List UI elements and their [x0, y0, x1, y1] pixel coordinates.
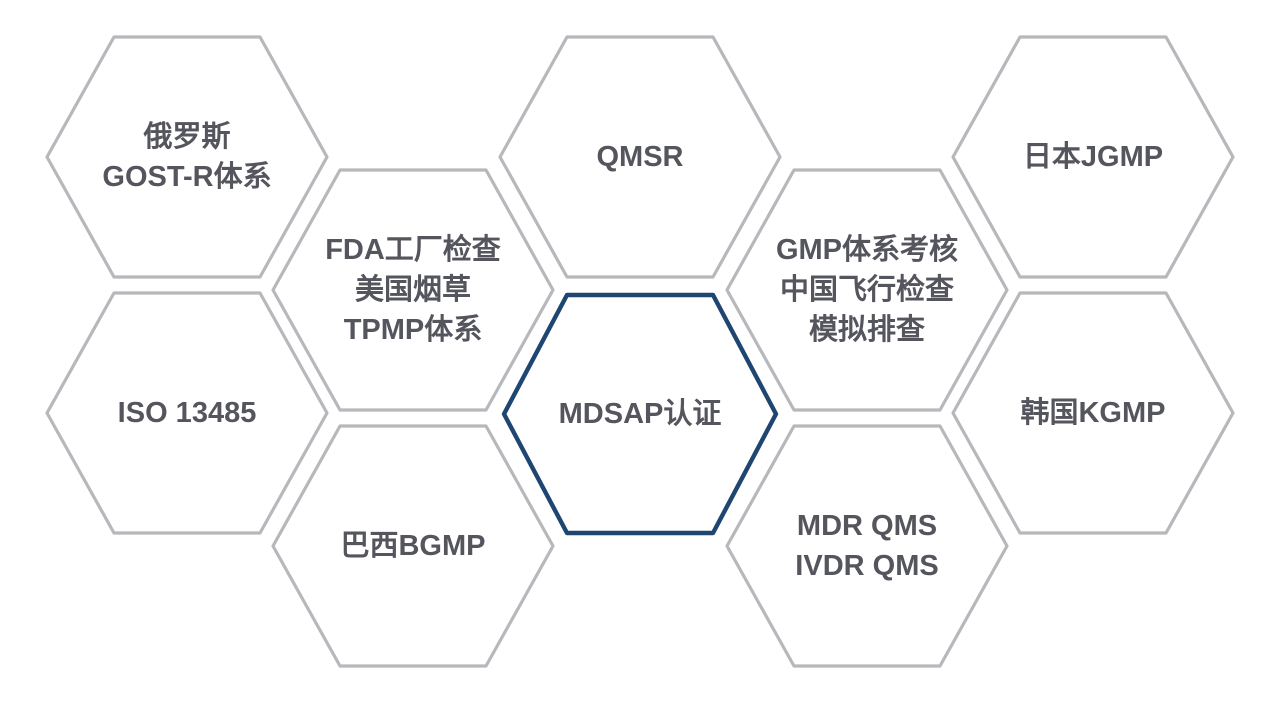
hex-label: GMP体系考核 中国飞行检查 模拟排查: [724, 168, 1010, 412]
hex-label-line: GMP体系考核: [775, 234, 959, 266]
hexagon-outline: [271, 424, 555, 668]
hex-label: MDSAP认证: [501, 292, 779, 536]
hex-label-line: 日本JGMP: [1022, 141, 1164, 173]
hex-mdsap-center: MDSAP认证: [501, 292, 779, 536]
hex-label: 日本JGMP: [950, 35, 1236, 279]
hex-qmsr: QMSR: [497, 35, 783, 279]
hex-label-line: MDSAP认证: [558, 398, 722, 430]
hex-fda-tpmp: FDA工厂检查 美国烟草 TPMP体系: [270, 168, 556, 412]
hexagon-outline: [951, 35, 1235, 279]
hexagon-outline: [45, 291, 329, 535]
hex-label-line: QMSR: [596, 141, 684, 173]
hex-label: QMSR: [497, 35, 783, 279]
hex-russia-gost: 俄罗斯 GOST-R体系: [44, 35, 330, 279]
hex-label-line: 韩国KGMP: [1020, 397, 1166, 429]
hex-label-line: IVDR QMS: [795, 550, 939, 582]
hex-gmp-china: GMP体系考核 中国飞行检查 模拟排查: [724, 168, 1010, 412]
hexagon-outline: [725, 424, 1009, 668]
hexagon-outline: [498, 35, 782, 279]
hex-label-line: TPMP体系: [343, 314, 483, 346]
hex-label-line: 俄罗斯: [143, 121, 231, 153]
hex-label: 俄罗斯 GOST-R体系: [44, 35, 330, 279]
hex-korea-kgmp: 韩国KGMP: [950, 291, 1236, 535]
hex-label-line: 美国烟草: [354, 274, 471, 306]
hex-label-line: 模拟排查: [808, 314, 925, 346]
hexagon-outline: [501, 292, 779, 536]
hex-mdr-ivdr-qms: MDR QMS IVDR QMS: [724, 424, 1010, 668]
hex-label: 韩国KGMP: [950, 291, 1236, 535]
hexagon-outline: [725, 168, 1009, 412]
hex-label-line: GOST-R体系: [102, 161, 272, 193]
hexagon-outline: [45, 35, 329, 279]
hexagon-outline: [951, 291, 1235, 535]
hex-label: 巴西BGMP: [270, 424, 556, 668]
hexagon-outline: [271, 168, 555, 412]
hex-label-line: MDR QMS: [796, 510, 938, 542]
hex-iso-13485: ISO 13485: [44, 291, 330, 535]
hex-label-line: 巴西BGMP: [340, 530, 486, 562]
hex-label-line: 中国飞行检查: [779, 274, 954, 306]
hex-label: ISO 13485: [44, 291, 330, 535]
hex-label-line: FDA工厂检查: [325, 234, 501, 266]
hex-brazil-bgmp: 巴西BGMP: [270, 424, 556, 668]
hex-japan-jgmp: 日本JGMP: [950, 35, 1236, 279]
hex-label: FDA工厂检查 美国烟草 TPMP体系: [270, 168, 556, 412]
hex-label-line: ISO 13485: [117, 397, 257, 429]
hex-label: MDR QMS IVDR QMS: [724, 424, 1010, 668]
